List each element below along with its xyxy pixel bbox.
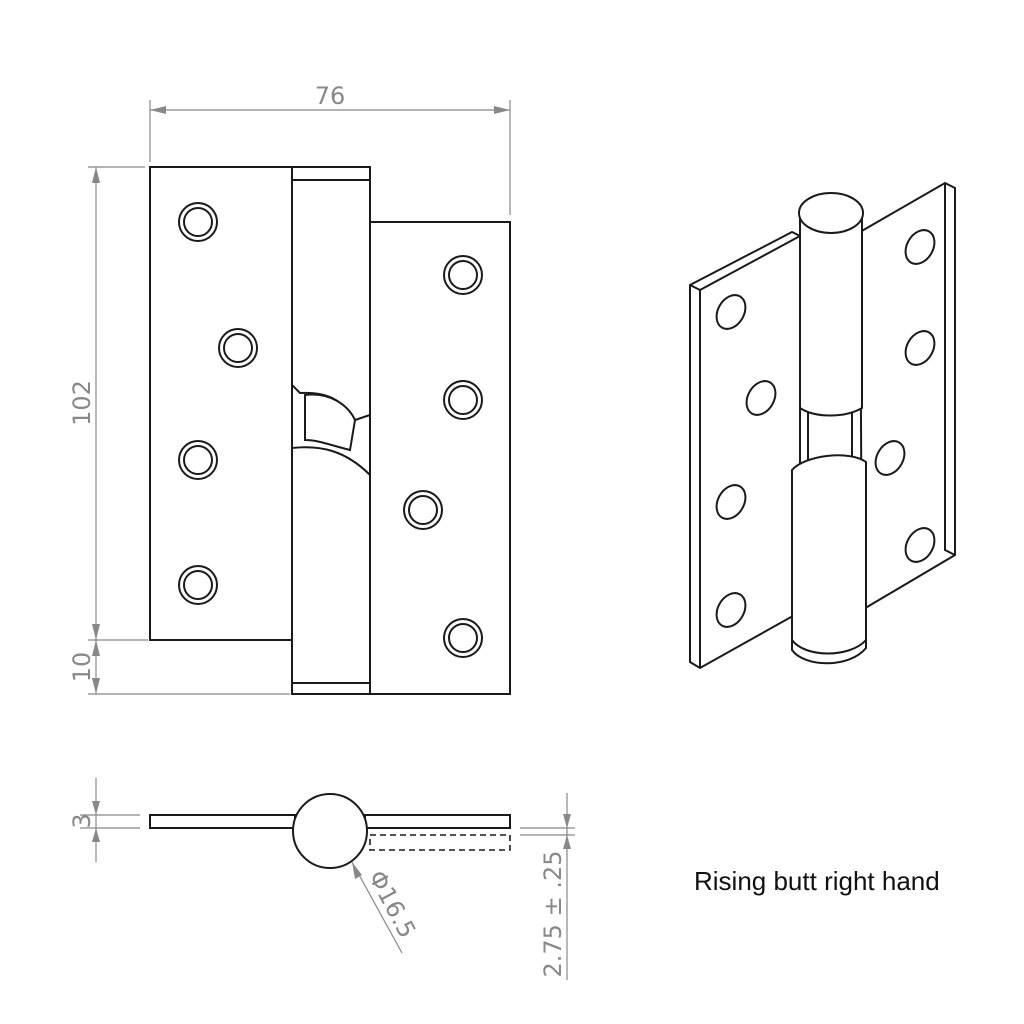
width-label: 76 <box>315 82 346 110</box>
caption: Rising butt right hand <box>694 866 940 896</box>
right-leaf <box>369 221 511 695</box>
lower-knuckle <box>291 446 371 695</box>
screw-hole <box>178 565 218 605</box>
pin <box>304 393 357 452</box>
left-leaf <box>149 166 293 641</box>
screw-hole <box>443 255 483 295</box>
screw-hole <box>443 380 483 420</box>
screw-hole <box>178 202 218 242</box>
screw-hole <box>218 328 258 368</box>
rise-label: 10 <box>68 652 96 683</box>
diameter-label: Φ16.5 <box>363 866 422 943</box>
screw-hole <box>443 618 483 658</box>
knuckle-section <box>292 793 368 869</box>
front-view: 76 102 10 <box>68 82 511 695</box>
offset-label: 2.75 ± .25 <box>539 851 567 978</box>
dimension-height: 102 10 <box>68 166 290 695</box>
dimension-thickness: 3 <box>68 778 140 862</box>
isometric-view <box>689 181 956 670</box>
screw-hole <box>403 490 443 530</box>
height-label: 102 <box>68 380 96 426</box>
dimension-diameter: Φ16.5 <box>351 861 422 954</box>
thickness-label: 3 <box>68 813 96 828</box>
dimension-offset: 2.75 ± .25 <box>520 793 575 980</box>
dimension-width: 76 <box>149 82 511 215</box>
screw-holes <box>178 202 483 658</box>
upper-knuckle <box>291 166 371 422</box>
screw-hole <box>178 440 218 480</box>
iso-holes <box>715 229 936 628</box>
end-view: 3 Φ16.5 2.75 ± .25 <box>68 778 575 980</box>
